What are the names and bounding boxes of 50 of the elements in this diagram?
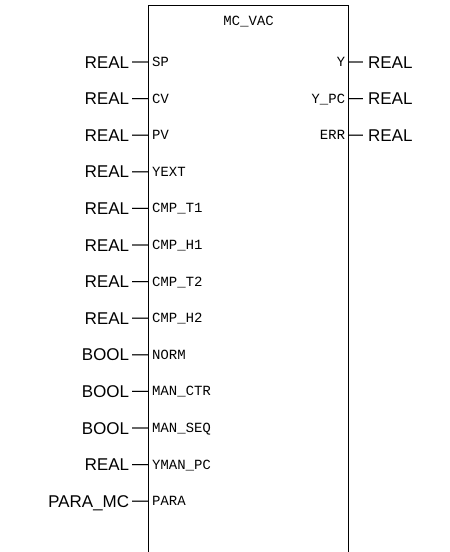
data-type-label: REAL [84, 90, 129, 108]
data-type-label: REAL [84, 310, 129, 327]
data-type-label: BOOL [82, 346, 129, 364]
pin-name: ERR [320, 129, 345, 144]
pin-name: Y_PC [311, 92, 345, 107]
data-type-label: PARA_MC [48, 492, 129, 510]
pin-name: PV [152, 129, 169, 144]
pin-name: YMAN_PC [152, 458, 211, 473]
function-block [148, 5, 349, 552]
connector-line [132, 208, 148, 209]
data-type-label: REAL [84, 54, 129, 70]
data-type-label: REAL [368, 54, 412, 70]
pin-name: CMP_H1 [152, 239, 202, 253]
connector-line [348, 134, 363, 136]
data-type-label: BOOL [82, 382, 129, 400]
connector-line [132, 171, 148, 172]
connector-line [132, 390, 148, 392]
pin-name: CMP_T2 [152, 276, 202, 290]
pin-name: SP [152, 56, 169, 70]
connector-line [132, 318, 148, 319]
connector-line [132, 61, 148, 63]
pin-name: CMP_T1 [152, 202, 202, 216]
pin-name: NORM [152, 348, 186, 363]
data-type-label: REAL [368, 90, 412, 108]
data-type-label: REAL [84, 200, 129, 217]
data-type-label: REAL [84, 236, 129, 254]
connector-line [348, 98, 363, 100]
data-type-label: BOOL [82, 420, 129, 436]
pin-name: PARA [152, 495, 186, 510]
connector-line [132, 500, 148, 502]
connector-line [348, 61, 363, 63]
pin-name: Y [336, 56, 345, 70]
pin-name: CV [152, 92, 169, 107]
connector-line [132, 427, 148, 429]
connector-line [132, 134, 148, 136]
data-type-label: REAL [368, 126, 412, 144]
connector-line [132, 354, 148, 356]
data-type-label: REAL [84, 273, 129, 290]
data-type-label: REAL [84, 163, 129, 180]
connector-line [132, 244, 148, 246]
data-type-label: REAL [84, 456, 129, 474]
pin-name: MAN_CTR [152, 385, 211, 400]
connector-line [132, 281, 148, 282]
pin-name: MAN_SEQ [152, 422, 211, 436]
pin-name: YEXT [152, 166, 186, 180]
block-title: MC_VAC [223, 15, 274, 29]
pin-name: CMP_H2 [152, 312, 202, 326]
data-type-label: REAL [84, 126, 129, 144]
connector-line [132, 464, 148, 466]
connector-line [132, 98, 148, 100]
